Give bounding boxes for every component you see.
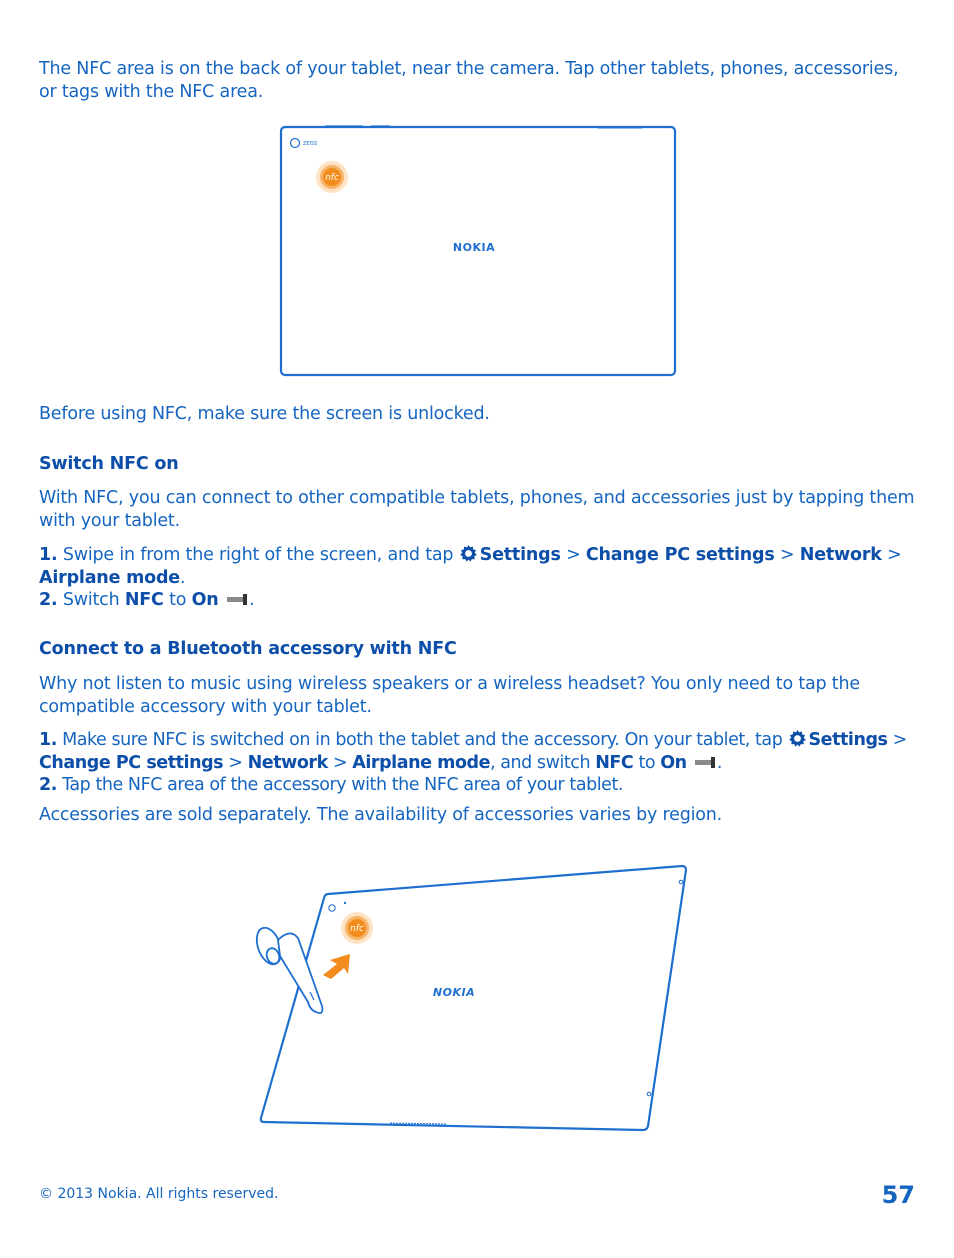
accessories-note: Accessories are sold separately. The ava…: [39, 805, 723, 825]
camera-icon: [289, 137, 301, 149]
nfc-icon: nfc: [341, 912, 373, 944]
svg-text:nfc: nfc: [325, 173, 339, 183]
section2-step1: 1. Make sure NFC is switched on in both …: [39, 729, 907, 795]
section2-body: Why not listen to music using wireless s…: [39, 674, 860, 717]
gear-icon: [459, 544, 477, 562]
intro-paragraph: The NFC area is on the back of your tabl…: [39, 59, 899, 102]
page-number: 57: [881, 1181, 915, 1209]
section-heading-bluetooth-nfc: Connect to a Bluetooth accessory with NF…: [39, 639, 457, 659]
section-heading-switch-nfc: Switch NFC on: [39, 454, 179, 474]
section1-step1: 1. Swipe in from the right of the screen…: [39, 544, 902, 610]
tablet-back-illustration: ZEISS nfc NOKIA: [279, 125, 677, 377]
tablet-headset-illustration: nfc NOKIA: [255, 864, 688, 1132]
toggle-on-icon: [694, 756, 715, 768]
svg-text:ZEISS: ZEISS: [303, 141, 317, 147]
footer-copyright: © 2013 Nokia. All rights reserved.: [39, 1186, 279, 1202]
nokia-logo: NOKIA: [433, 986, 475, 999]
nfc-icon: nfc: [316, 161, 348, 193]
section1-body: With NFC, you can connect to other compa…: [39, 488, 915, 531]
before-paragraph: Before using NFC, make sure the screen i…: [39, 404, 490, 424]
nokia-logo: NOKIA: [453, 241, 495, 254]
svg-text:nfc: nfc: [350, 924, 364, 934]
gear-icon: [788, 729, 806, 747]
toggle-on-icon: [226, 594, 247, 605]
headset-icon: [255, 926, 324, 1015]
arrow-up-icon: [323, 954, 350, 979]
